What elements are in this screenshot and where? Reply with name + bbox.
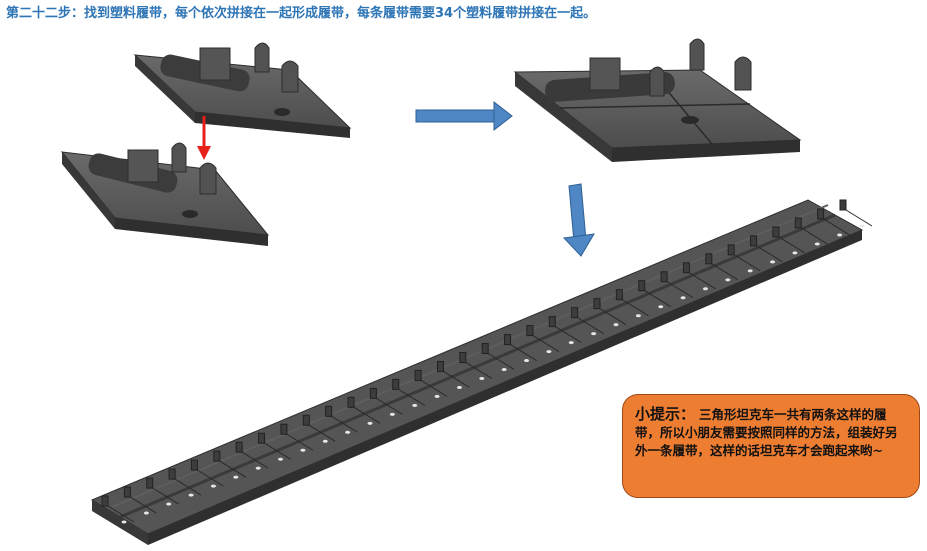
track-segment-lug xyxy=(706,254,712,264)
track-segment-lug xyxy=(616,290,622,300)
track-segment-hole xyxy=(122,521,127,524)
tip-box: 小提示：三角形坦克车一共有两条这样的履带，所以小朋友需要按照同样的方法，组装好另… xyxy=(622,394,920,498)
track-segment-lug xyxy=(169,469,175,479)
track-segment-hole xyxy=(278,458,283,461)
track-segment-hole xyxy=(457,386,462,389)
track-segment-hole xyxy=(502,368,507,371)
track-segment-lug xyxy=(505,335,511,345)
track-segment-lug xyxy=(661,272,667,282)
track-segment-lug xyxy=(393,379,399,389)
track-segment-hole xyxy=(390,413,395,416)
track-segment-lug xyxy=(370,388,376,398)
track-segment-hole xyxy=(748,269,753,272)
track-segment-lug xyxy=(773,227,779,237)
track-segment-hole xyxy=(211,485,216,488)
track-segment-lug xyxy=(147,478,153,488)
track-segment-hole xyxy=(189,494,194,497)
track-segment-lug xyxy=(437,361,443,371)
track-segment-hole xyxy=(860,225,865,228)
track-segment-hole xyxy=(569,341,574,344)
track-segment-lug xyxy=(527,326,533,336)
track-segment-hole xyxy=(479,377,484,380)
track-segment-lug xyxy=(751,236,757,246)
track-segment-lug xyxy=(281,424,287,434)
tip-label: 小提示： xyxy=(635,405,695,423)
track-segment-lug xyxy=(102,496,108,506)
track-segment-hole xyxy=(815,242,820,245)
track-segment-hole xyxy=(792,251,797,254)
track-segment-lug xyxy=(191,460,197,470)
blue-right-arrow xyxy=(416,102,512,130)
track-segment-lug xyxy=(236,442,242,452)
track-link-upper xyxy=(135,43,350,138)
track-segment-hole xyxy=(703,287,708,290)
track-segment-hole xyxy=(233,476,238,479)
blue-down-arrow xyxy=(564,184,594,256)
track-segment-hole xyxy=(345,431,350,434)
track-segment-hole xyxy=(591,332,596,335)
track-link-lower xyxy=(62,143,268,246)
track-segment-hole xyxy=(725,278,730,281)
track-segment-lug xyxy=(572,308,578,318)
track-segment-hole xyxy=(681,296,686,299)
track-segment-lug xyxy=(594,299,600,309)
track-segment-lug xyxy=(415,370,421,380)
joined-track-links xyxy=(515,39,800,162)
track-segment-hole xyxy=(435,395,440,398)
track-segment-lug xyxy=(795,218,801,228)
track-segment-hole xyxy=(658,305,663,308)
track-segment-hole xyxy=(837,233,842,236)
track-segment-lug xyxy=(683,263,689,273)
track-segment-hole xyxy=(144,512,149,515)
track-segment-hole xyxy=(412,404,417,407)
track-segment-hole xyxy=(614,323,619,326)
track-segment-lug xyxy=(214,451,220,461)
track-segment-lug xyxy=(303,415,309,425)
track-segment-lug xyxy=(124,487,130,497)
track-segment-hole xyxy=(323,440,328,443)
track-segment-lug xyxy=(259,433,265,443)
track-segment-hole xyxy=(256,467,261,470)
track-segment-hole xyxy=(524,359,529,362)
track-segment-lug xyxy=(482,344,488,354)
track-segment-lug xyxy=(818,209,824,219)
track-segment-lug xyxy=(326,406,332,416)
track-segment-hole xyxy=(636,314,641,317)
track-segment-lug xyxy=(549,317,555,327)
track-segment-hole xyxy=(166,503,171,506)
track-segment-lug xyxy=(460,352,466,362)
track-segment-hole xyxy=(770,260,775,263)
track-segment-lug xyxy=(639,281,645,291)
track-segment-lug xyxy=(840,200,846,210)
track-segment-hole xyxy=(368,422,373,425)
track-segment-hole xyxy=(546,350,551,353)
track-segment-lug xyxy=(348,397,354,407)
track-segment-lug xyxy=(728,245,734,255)
track-segment-hole xyxy=(300,449,305,452)
